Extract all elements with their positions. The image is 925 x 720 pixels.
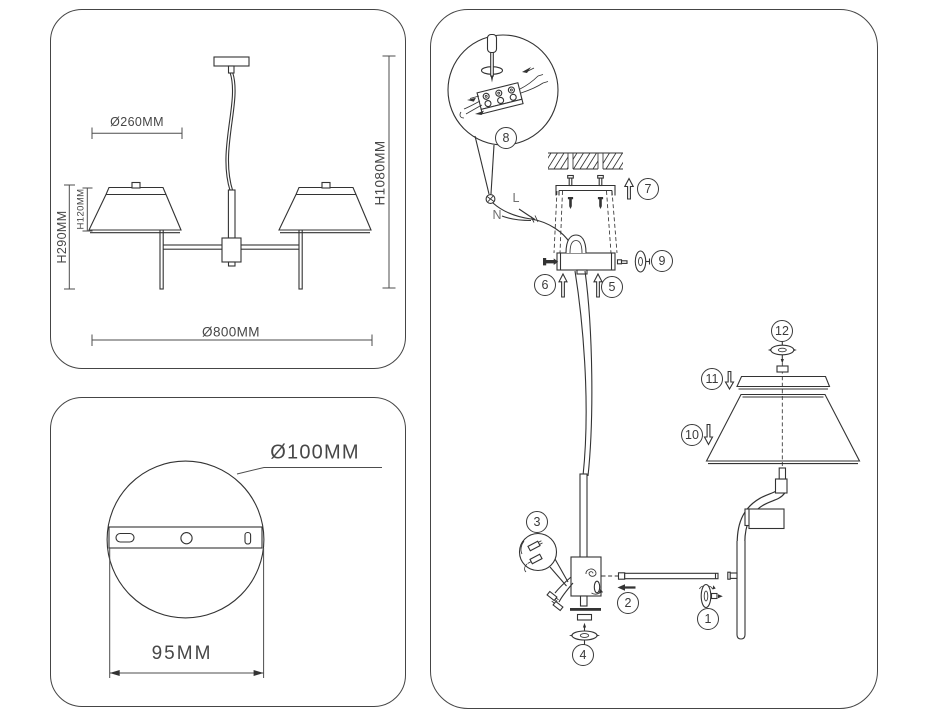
- step-badge-12: 12: [771, 320, 793, 342]
- mount-spacing-label: 95MM: [151, 643, 213, 664]
- bottom-nut: [576, 613, 593, 621]
- detail-wires: [459, 100, 483, 119]
- step2-arrow-left: [617, 584, 636, 591]
- neutral-wire: [501, 215, 532, 222]
- arm-ferrule: [617, 572, 626, 580]
- step-badge-8: 8: [495, 127, 517, 149]
- mount-slot-right: [244, 531, 252, 545]
- step-badge-7: 7: [637, 178, 659, 200]
- step-badge-3: 3: [526, 511, 548, 533]
- step-badge-9: 9: [651, 250, 673, 272]
- hub-thumbscrew: [593, 580, 601, 594]
- step-badge-4: 4: [572, 644, 594, 666]
- step-badge-1: 1: [697, 608, 719, 630]
- left-stem: [159, 229, 164, 290]
- step-badge-5: 5: [601, 276, 623, 298]
- exploded-assembly-drawing: [447, 33, 861, 649]
- overall-width-label: Ø800MM: [202, 324, 260, 340]
- canopy-assembly: [543, 190, 651, 275]
- ceiling-section: [548, 152, 623, 170]
- arm-lower-bar: [736, 541, 746, 640]
- end-knob: [634, 250, 647, 273]
- right-shade-finial: [321, 181, 331, 189]
- suspension-rod: [227, 189, 236, 239]
- bottom-plate: [570, 608, 601, 611]
- lampshade: [705, 393, 861, 462]
- canopy-stem: [227, 65, 235, 74]
- canopy-screws-down: [567, 197, 604, 209]
- shade-diameter-label: Ø260MM: [110, 115, 164, 129]
- side-screw-right: [616, 259, 623, 265]
- screwdriver-shaft: [490, 51, 494, 77]
- live-wire-label: L: [512, 191, 520, 205]
- step-badge-2: 2: [617, 592, 639, 614]
- connector-detail-balloon: [518, 532, 569, 587]
- cable-sleeve: [576, 269, 588, 275]
- wire-cup: [565, 234, 587, 254]
- canopy-plate-circle: [106, 460, 265, 619]
- bottom-finial: [569, 622, 600, 649]
- exploded-assembly-panel: 1 2 3 4 5 6 7 8 9 10 11 12 L N: [430, 9, 878, 709]
- step6-arrow-up: [558, 272, 568, 298]
- socket-holder: [774, 478, 788, 494]
- stripped-cable: [519, 74, 549, 94]
- suspension-cables: [225, 72, 236, 192]
- mounting-bracket: [555, 184, 616, 196]
- step7-arrow-up: [623, 177, 635, 200]
- hub-bottom-stack: [569, 608, 601, 649]
- step-badge-10: 10: [681, 424, 703, 446]
- screwdriver-handle: [486, 33, 498, 54]
- arm-thumbscrew: [699, 583, 723, 609]
- arm-tube: [601, 572, 719, 591]
- step10-arrow-down: [703, 423, 714, 446]
- spacing-dimension: [109, 548, 265, 678]
- shade-group: [703, 340, 861, 468]
- shade-stud: [778, 467, 787, 480]
- canopy-plate-panel: Ø100MM 95MM: [50, 397, 406, 707]
- mount-slot-left: [115, 532, 135, 543]
- diameter-leader-line: [236, 467, 382, 475]
- neutral-wire-label: N: [492, 208, 502, 222]
- overall-height-label: H1080MM: [372, 140, 388, 206]
- shade-finial: [767, 340, 797, 364]
- coiled-wire: [585, 568, 597, 577]
- left-shade: [88, 181, 182, 234]
- plate-diameter-label: Ø100MM: [270, 441, 360, 464]
- canopy-cylinder: [556, 252, 616, 271]
- shade-nut: [776, 365, 789, 373]
- suspension-drop: [574, 270, 593, 559]
- center-hub: [221, 237, 242, 267]
- right-shade: [278, 181, 372, 234]
- hub-assembly: [546, 556, 604, 612]
- dimension-lines: [64, 55, 396, 346]
- step11-arrow-down: [724, 370, 735, 391]
- mains-wiring: [474, 135, 571, 244]
- fixture-dimensions-panel: Ø260MM H290MM H120MM H1080MM Ø800MM: [50, 9, 406, 369]
- screwdriver-tip: [490, 76, 494, 83]
- right-stem: [298, 229, 303, 290]
- curved-arm-socket: [727, 467, 788, 640]
- lamp-socket: [748, 508, 785, 530]
- step-badge-6: 6: [534, 274, 556, 296]
- left-shade-finial: [131, 181, 141, 189]
- terminal-block: [476, 82, 524, 115]
- canopy-plate-drawing: [106, 460, 382, 678]
- lower-rod: [579, 473, 588, 559]
- live-wire: [518, 208, 536, 220]
- chandelier-dimension-drawing: [64, 55, 396, 346]
- shade-height-label: H120MM: [75, 188, 87, 230]
- bar-side-pin: [729, 572, 738, 579]
- step-badge-11: 11: [701, 368, 723, 390]
- body-height-label: H290MM: [55, 210, 69, 264]
- mounting-screws-up: [567, 174, 604, 187]
- center-hole: [180, 532, 193, 545]
- ceiling-canopy: [213, 56, 250, 67]
- side-screw-left: [543, 258, 559, 266]
- mount-bar: [108, 526, 263, 549]
- shade-ring: [736, 375, 831, 388]
- ground-wire: [492, 202, 571, 244]
- hub-lower-stub: [579, 595, 588, 607]
